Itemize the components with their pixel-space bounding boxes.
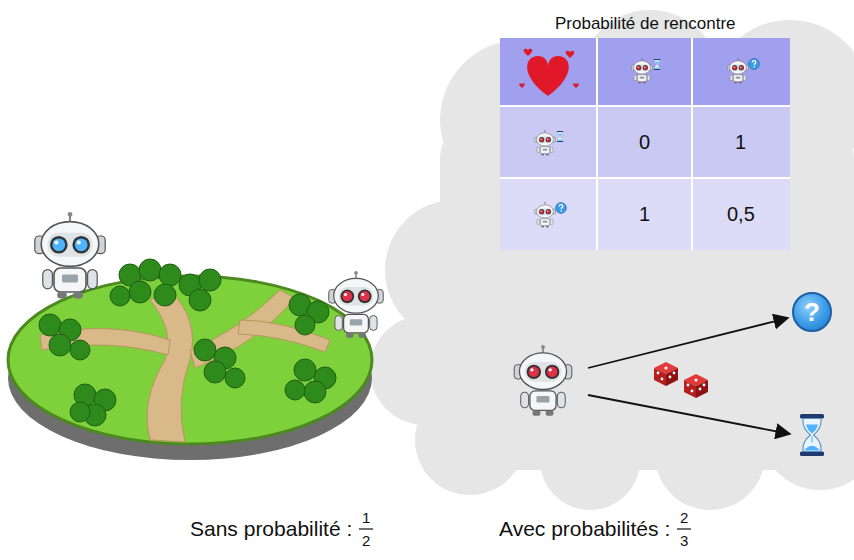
fraction-numerator: 1 (362, 510, 370, 527)
table-cell: 0,5 (727, 203, 755, 225)
question-mark: ? (804, 299, 820, 325)
question-circle: ? (792, 292, 832, 332)
table-cell: 1 (639, 203, 650, 225)
table-cell: 1 (735, 131, 746, 153)
fraction-denominator: 3 (680, 533, 688, 550)
result-caption: Avec probabilités : (499, 517, 670, 540)
result-caption: Sans probabilité : (190, 517, 352, 540)
table-title: Probabilité de rencontre (555, 15, 736, 34)
fraction-denominator: 2 (362, 533, 370, 550)
fraction-numerator: 2 (680, 510, 688, 527)
table-cell: 0 (639, 131, 650, 153)
